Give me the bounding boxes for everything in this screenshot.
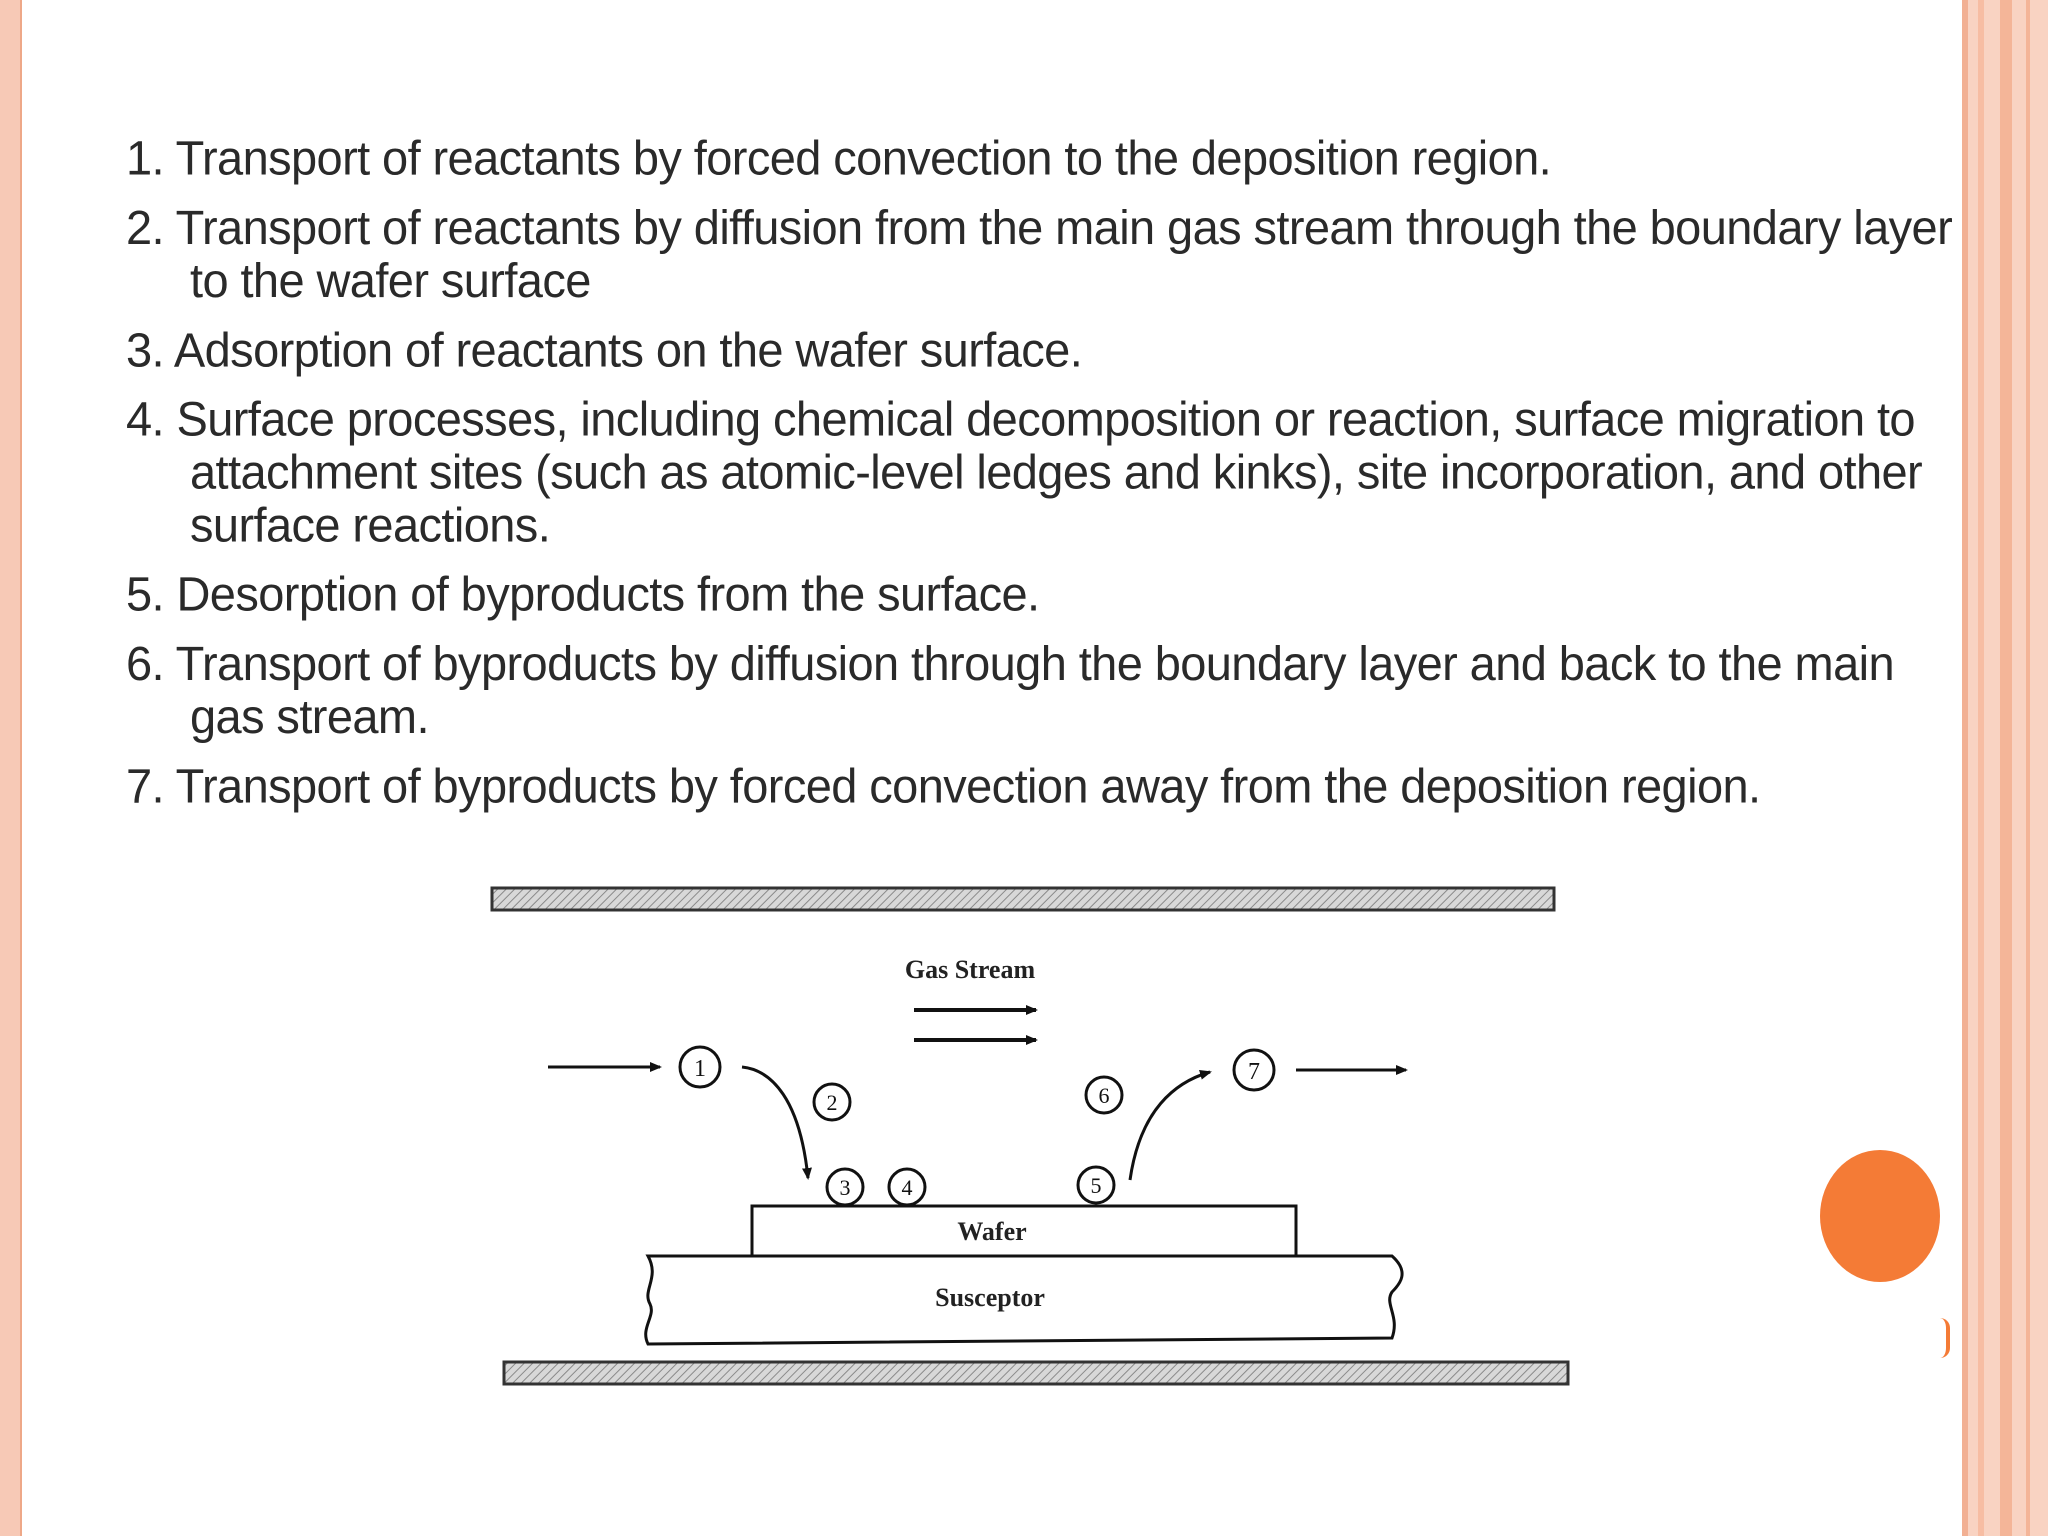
marker-6-label: 6 <box>1099 1083 1110 1108</box>
marker-2: 2 <box>812 1082 852 1122</box>
step-number: 1. <box>126 130 165 185</box>
marker-3-label: 3 <box>840 1175 851 1200</box>
decorative-orange-arc <box>1940 1318 1950 1358</box>
wafer-label: Wafer <box>957 1217 1026 1246</box>
marker-1-label: 1 <box>694 1056 706 1082</box>
decorative-orange-circle <box>1820 1150 1940 1282</box>
step-1: 1. Transport of reactants by forced conv… <box>126 131 1956 184</box>
step-4: 4. Surface processes, including chemical… <box>126 392 1956 551</box>
step-7: 7. Transport of byproducts by forced con… <box>126 759 1956 812</box>
gas-stream-label: Gas Stream <box>905 955 1036 984</box>
marker-5: 5 <box>1076 1165 1116 1205</box>
step-number: 3. <box>126 322 165 377</box>
step-number: 5. <box>126 566 165 621</box>
left-border <box>0 0 22 1536</box>
cvd-reactor-diagram: Gas Stream 1 2 3 4 5 6 7 Wafer Susceptor <box>490 886 1570 1386</box>
marker-4-label: 4 <box>902 1175 913 1200</box>
susceptor <box>644 1254 1404 1346</box>
step-number: 4. <box>126 391 165 446</box>
step-text: Transport of reactants by diffusion from… <box>175 199 1953 308</box>
step-number: 2. <box>126 199 165 254</box>
border-stripe <box>2026 0 2030 1536</box>
marker-3: 3 <box>825 1167 865 1207</box>
reactor-top-wall <box>490 886 1556 912</box>
step-text: Transport of byproducts by forced convec… <box>175 758 1761 813</box>
diffusion-arrow-out <box>1128 1069 1212 1181</box>
marker-6: 6 <box>1084 1075 1124 1115</box>
right-border <box>1962 0 2048 1536</box>
wafer <box>750 1204 1298 1258</box>
step-text: Desorption of byproducts from the surfac… <box>176 566 1040 621</box>
marker-1: 1 <box>678 1045 722 1089</box>
step-2: 2. Transport of reactants by diffusion f… <box>126 199 1956 308</box>
step-text: Transport of reactants by forced convect… <box>175 130 1552 185</box>
marker-2-label: 2 <box>827 1090 838 1115</box>
susceptor-label: Susceptor <box>935 1283 1045 1312</box>
border-stripe <box>2000 0 2012 1536</box>
process-steps-list: 1. Transport of reactants by forced conv… <box>126 131 1956 830</box>
step-5: 5. Desorption of byproducts from the sur… <box>126 567 1956 620</box>
marker-7-label: 7 <box>1248 1059 1260 1085</box>
step-text: Transport of byproducts by diffusion thr… <box>175 635 1895 744</box>
step-text: Surface processes, including chemical de… <box>176 391 1923 552</box>
step-number: 7. <box>126 758 165 813</box>
marker-5-label: 5 <box>1091 1173 1102 1198</box>
reactor-bottom-wall <box>502 1360 1570 1386</box>
border-stripe <box>1978 0 1984 1536</box>
marker-4: 4 <box>887 1167 927 1207</box>
step-text: Adsorption of reactants on the wafer sur… <box>173 322 1083 377</box>
diffusion-arrow-in <box>741 1065 812 1180</box>
step-number: 6. <box>126 635 165 690</box>
step-3: 3. Adsorption of reactants on the wafer … <box>126 323 1956 376</box>
step-6: 6. Transport of byproducts by diffusion … <box>126 635 1956 744</box>
marker-7: 7 <box>1232 1048 1276 1092</box>
